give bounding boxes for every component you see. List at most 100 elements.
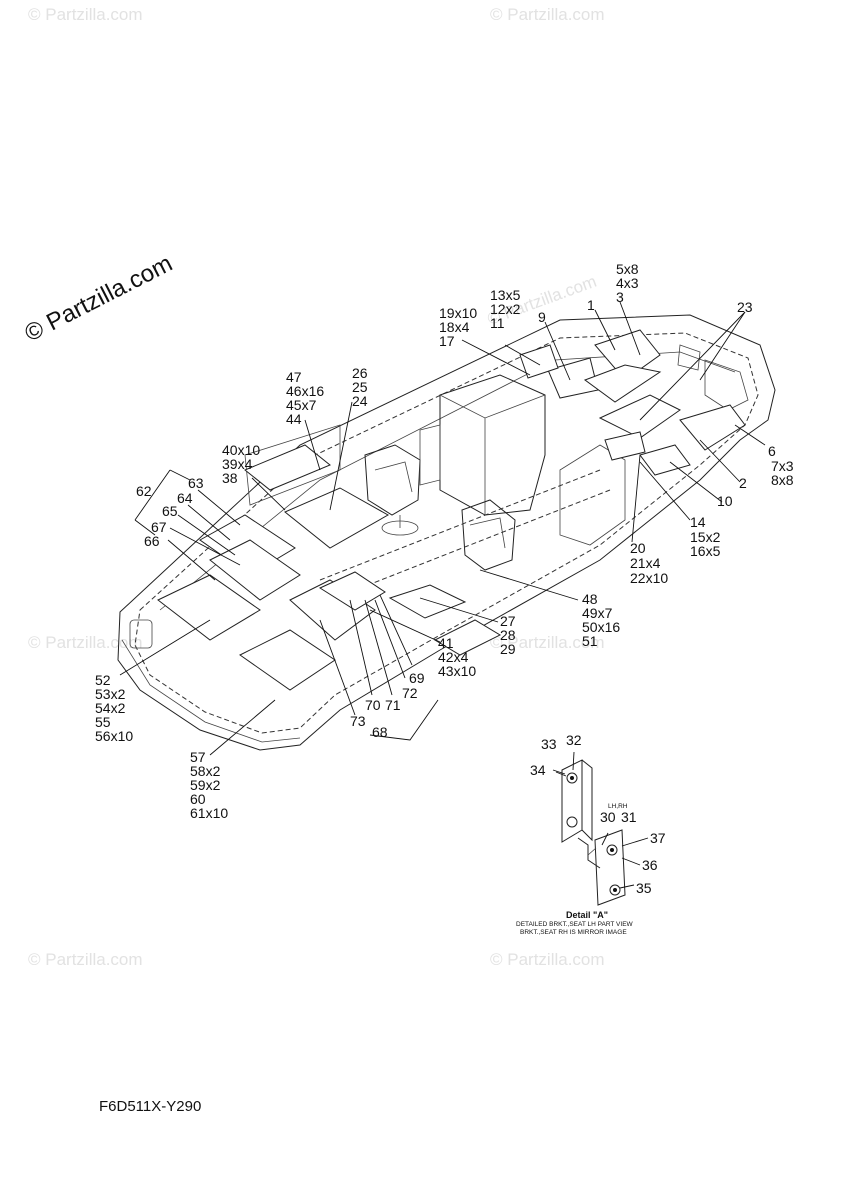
seat-cushion-73 [289,579,376,641]
callout-label: 63 [188,475,204,491]
callout-label: 32 [566,732,582,748]
callout-label: 11 [490,315,505,331]
seat-cushion-41 [433,619,502,656]
callout-label: 6 [768,443,776,459]
leader-lines [119,301,766,756]
callout-label: 24 [352,393,368,409]
callout-label: 4x3 [616,275,639,291]
watermark-layer: © Partzilla.com © Partzilla.com © Partzi… [28,5,605,969]
watermark-text: © Partzilla.com [28,950,143,969]
mat-pad-3 [583,364,662,403]
callout-label: 58x2 [190,763,221,779]
callout-label: 22x10 [630,570,668,586]
boat-hull-drawing [117,314,776,751]
watermark-text: © Partzilla.com [28,633,143,652]
callout-label: 70 [365,697,381,713]
callout-label: 2 [739,475,747,491]
callout-label: 59x2 [190,777,221,793]
callout-label: 55 [95,714,111,730]
callout-label: 36 [642,857,658,873]
callout-label: 67 [151,519,167,535]
callout-label: 14 [690,514,706,530]
callout-label: 13x5 [490,287,521,303]
floor-mat-pads [157,329,746,691]
seat-cushion-69 [318,571,386,611]
partzilla-watermark: © Partzilla.com [20,250,176,347]
callout-label: 45x7 [286,397,317,413]
callout-label: 40x10 [222,442,260,458]
seat-back-64 [209,539,301,601]
detail-caption-line1: DETAILED BRKT.,SEAT LH PART VIEW [516,921,634,928]
seat-cushion-27 [388,584,467,619]
callout-label: 61x10 [190,805,228,821]
callout-label: 20 [630,540,646,556]
callout-label: 72 [402,685,418,701]
callout-label: 28 [500,627,516,643]
watermark-text: © Partzilla.com [490,633,605,652]
seat-cushion-24 [284,487,390,549]
callout-label: 33 [541,736,557,752]
watermark-text: © Partzilla.com [490,5,605,24]
mat-pad-2 [679,404,746,451]
watermark-text: © Partzilla.com [490,950,605,969]
callout-label: 8x8 [771,472,794,488]
seat-cushion-38 [244,444,331,491]
callout-label: 27 [500,613,516,629]
callout-label: 15x2 [690,529,721,545]
callout-label: 49x7 [582,605,613,621]
callout-label: 65 [162,503,178,519]
callout-label: 43x10 [438,663,476,679]
callout-label: 69 [409,670,425,686]
callout-label: 42x4 [438,649,469,665]
watermark-text: © Partzilla.com [28,5,143,24]
callout-label: 51 [582,633,598,649]
callout-label: 1 [587,297,595,313]
mat-pad-14 [604,431,646,461]
callout-label: 7x3 [771,458,794,474]
callout-label: 48 [582,591,598,607]
callout-label: 12x2 [490,301,521,317]
callout-label: 57 [190,749,206,765]
callout-label: 30 [600,809,616,825]
callout-label: 37 [650,830,666,846]
callout-label: 19x10 [439,305,477,321]
callout-label: 16x5 [690,543,721,559]
callout-label: 26 [352,365,368,381]
callout-label: 46x16 [286,383,324,399]
callout-label: 39x4 [222,456,253,472]
callout-label: 53x2 [95,686,126,702]
callout-label: 18x4 [439,319,470,335]
callout-label: 73 [350,713,366,729]
callout-label: 17 [439,333,455,349]
callout-label: 60 [190,791,206,807]
callout-label: 41 [438,635,454,651]
callout-label: 47 [286,369,302,385]
callout-label: 66 [144,533,160,549]
diagram-code: F6D511X-Y290 [99,1098,201,1115]
callout-label: 3 [616,289,624,305]
callout-label: 64 [177,490,193,506]
callout-label: 23 [737,299,753,315]
callout-label: 25 [352,379,368,395]
callout-label: 21x4 [630,555,661,571]
mat-pad-23 [598,394,681,439]
callout-label: 29 [500,641,516,657]
callout-label: 52 [95,672,111,688]
callout-label: 31 [621,809,637,825]
callout-label: 44 [286,411,302,427]
callout-label: 9 [538,309,546,325]
callout-label: 71 [385,697,401,713]
callout-label: 62 [136,483,152,499]
callout-label: 68 [372,724,388,740]
callout-label: 54x2 [95,700,126,716]
detail-caption-line2: BRKT.,SEAT RH IS MIRROR IMAGE [520,929,627,936]
callout-label: 34 [530,762,546,778]
seat-cushion-57 [239,629,336,691]
seat-cushion-52 [157,574,261,641]
detail-title: Detail "A" [566,910,608,920]
callout-labels: 5x8 4x3 3 13x5 12x2 11 9 1 23 19x10 18x4… [95,261,794,896]
callout-label: 38 [222,470,238,486]
detail-a-seat-bracket [552,751,649,906]
callout-label: 50x16 [582,619,620,635]
